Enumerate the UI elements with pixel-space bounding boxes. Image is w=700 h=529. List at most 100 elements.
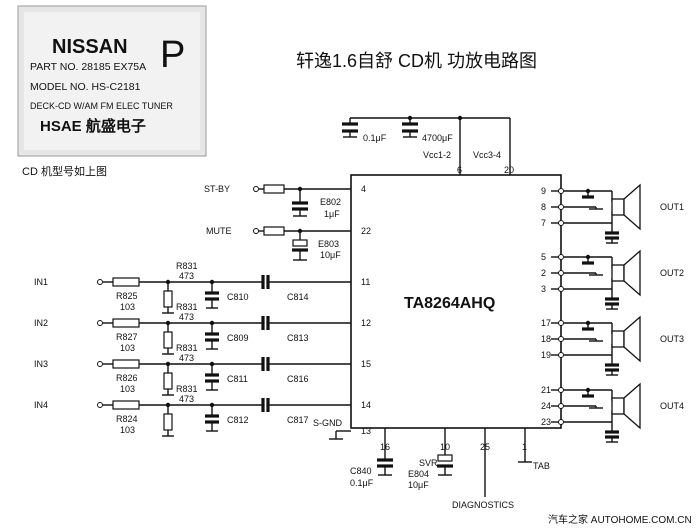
output-pin-label: 18	[541, 334, 551, 344]
pin-10-label: 10	[440, 442, 450, 452]
ic-pin-label: 11	[361, 277, 370, 287]
output-channel-1: 9 8 7 OUT1	[541, 183, 684, 244]
output-label: OUT1	[660, 202, 684, 212]
product-label-photo: NISSAN PART NO. 28185 EX75A MODEL NO. HS…	[17, 5, 207, 157]
output-pin-label: 9	[541, 186, 546, 196]
output-label: OUT2	[660, 268, 684, 278]
input-resistor	[112, 277, 140, 287]
input-resistor	[112, 318, 140, 328]
ic-pin-label: 14	[361, 400, 371, 410]
shunt-cap-label: C809	[227, 333, 249, 343]
output-pin-label: 8	[541, 202, 546, 212]
pin-16-label: 16	[380, 442, 390, 452]
output-pin-terminal	[558, 254, 564, 260]
e803-value: 10μF	[320, 250, 341, 260]
output-label: OUT3	[660, 334, 684, 344]
output-pin-terminal	[558, 204, 564, 210]
svr-label: SVR	[419, 458, 438, 468]
standby-mute-section: ST-BY E802 1μF 4 MUTE E803 10μF 22	[204, 184, 371, 261]
speaker-cone	[623, 249, 641, 297]
shunt-resistor	[163, 413, 173, 431]
diagnostics-label: DIAGNOSTICS	[452, 500, 514, 510]
output-pin-terminal	[558, 188, 564, 194]
stby-label: ST-BY	[204, 184, 230, 194]
shunt-resistor	[163, 372, 173, 390]
shunt-resistor-value: 473	[179, 271, 194, 281]
shunt-resistor-label: R831	[176, 261, 198, 271]
resistor-label: R826	[116, 373, 138, 383]
e804-label: E804	[408, 469, 429, 479]
shunt-resistor-label: R831	[176, 384, 198, 394]
coupling-cap-label: C813	[287, 333, 309, 343]
speaker-cone	[623, 183, 641, 231]
output-pin-label: 19	[541, 350, 551, 360]
shunt-resistor-value: 473	[179, 394, 194, 404]
output-label: OUT4	[660, 401, 684, 411]
output-pin-label: 7	[541, 218, 546, 228]
speaker-body	[611, 264, 625, 282]
input-resistor	[112, 359, 140, 369]
watermark: 汽车之家 AUTOHOME.COM.CN	[548, 513, 692, 526]
pin-25-label: 25	[480, 442, 490, 452]
bottom-pins-section: 16 C840 0.1μF 10 SVR E804 10μF 25 DIAGNO…	[350, 428, 550, 510]
input-label: IN2	[34, 318, 48, 328]
shunt-cap-label: C811	[227, 374, 248, 384]
supply-section: 0.1μF 4700μF Vcc1-2 Vcc3-4 6 20	[342, 115, 514, 175]
output-pin-label: 2	[541, 268, 546, 278]
shunt-resistor	[163, 290, 173, 308]
speaker-body	[611, 397, 625, 415]
coupling-cap-label: C814	[287, 292, 309, 302]
maker-text: HSAE 航盛电子	[40, 117, 146, 135]
shunt-resistor-value: 473	[179, 312, 194, 322]
output-pin-label: 24	[541, 401, 551, 411]
input-terminal	[97, 361, 103, 367]
photo-caption: CD 机型号如上图	[22, 164, 107, 178]
output-pin-label: 21	[541, 385, 551, 395]
input-label: IN1	[34, 277, 48, 287]
speaker-cone	[623, 382, 641, 430]
resistor-value: 103	[120, 343, 135, 353]
resistor-label: R824	[116, 414, 138, 424]
resistor-value: 103	[120, 302, 135, 312]
shunt-cap-label: C810	[227, 292, 249, 302]
output-pin-label: 5	[541, 252, 546, 262]
input-label: IN3	[34, 359, 48, 369]
supply-c1-label: 0.1μF	[363, 133, 387, 143]
input-terminal	[97, 320, 103, 326]
resistor-value: 103	[120, 425, 135, 435]
resistor-label: R825	[116, 291, 138, 301]
brand-text: NISSAN	[52, 36, 128, 58]
resistor-label: R827	[116, 332, 138, 342]
e802-label: E802	[320, 197, 341, 207]
coupling-cap-label: C817	[287, 415, 309, 425]
ic-name: TA8264AHQ	[404, 295, 495, 312]
pin-4-label: 4	[361, 184, 366, 194]
shunt-resistor-value: 473	[179, 353, 194, 363]
pin-13-label: 13	[361, 426, 371, 436]
shunt-resistor-label: R831	[176, 302, 198, 312]
c840-label: C840	[350, 466, 372, 476]
sgnd-label: S-GND	[313, 418, 343, 428]
ic-pin-label: 12	[361, 318, 371, 328]
speaker-cone	[623, 315, 641, 363]
vcc12-label: Vcc1-2	[423, 150, 451, 160]
input-label: IN4	[34, 400, 48, 410]
pin-6-label: 6	[457, 165, 462, 175]
shunt-cap-label: C812	[227, 415, 249, 425]
model-no-text: MODEL NO. HS-C2181	[30, 81, 141, 93]
ic-pin-label: 15	[361, 359, 371, 369]
output-pin-terminal	[558, 220, 564, 226]
supply-c2-label: 4700μF	[422, 133, 453, 143]
output-pin-terminal	[558, 320, 564, 326]
speaker-body	[611, 198, 625, 216]
input-terminal	[97, 279, 103, 285]
part-no-text: PART NO. 28185 EX75A	[30, 61, 146, 73]
output-pin-terminal	[558, 336, 564, 342]
